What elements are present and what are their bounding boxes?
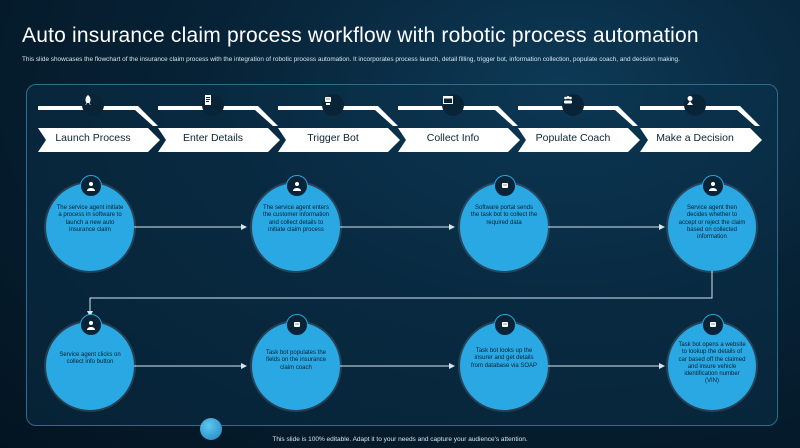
step-label: Launch Process	[55, 132, 131, 144]
flow-node-text: Task bot looks up the insurer and get de…	[470, 348, 538, 369]
flow-node: Service agent clicks on collect info but…	[46, 314, 134, 410]
step-launch-process: Launch Process	[38, 94, 170, 160]
rocket-icon	[82, 94, 104, 116]
person-icon	[286, 175, 308, 197]
step-populate-coach: Populate Coach	[518, 94, 650, 160]
step-collect-info: Collect Info	[398, 94, 530, 160]
person-icon	[702, 175, 724, 197]
step-trigger-bot: Trigger Bot	[278, 94, 410, 160]
person-icon	[80, 175, 102, 197]
step-label: Make a Decision	[656, 132, 734, 144]
flow-node-text: The service agent initiate a process in …	[56, 205, 124, 233]
robot-icon	[702, 314, 724, 336]
flow-node: Service agent then decides whether to ac…	[668, 175, 756, 271]
flow-node: Task bot opens a website to lookup the d…	[668, 314, 756, 410]
flow-node: The service agent initiate a process in …	[46, 175, 134, 271]
robot-icon	[494, 175, 516, 197]
page-subtitle: This slide showcases the flowchart of th…	[22, 56, 680, 63]
person-icon	[80, 314, 102, 336]
flow-node: Task bot populates the fields on the ins…	[252, 314, 340, 410]
decorative-dot	[200, 418, 222, 440]
step-label: Trigger Bot	[307, 132, 359, 144]
flow-node-text: Service agent clicks on collect info but…	[59, 352, 121, 366]
connector-arrow	[87, 271, 713, 317]
flow-node-text: Task bot opens a website to lookup the d…	[678, 342, 746, 385]
decision-icon	[684, 94, 706, 116]
footer-note: This slide is 100% editable. Adapt it to…	[272, 436, 528, 443]
flow-node: Task bot looks up the insurer and get de…	[460, 314, 548, 410]
flow-node-text: Task bot populates the fields on the ins…	[265, 350, 327, 371]
document-icon	[202, 94, 224, 116]
flow-node: Software portal sends the task bot to co…	[460, 175, 548, 271]
step-label: Populate Coach	[535, 132, 611, 144]
team-icon	[562, 94, 584, 116]
page-title: Auto insurance claim process workflow wi…	[22, 24, 699, 47]
step-enter-details: Enter Details	[158, 94, 290, 160]
step-make-decision: Make a Decision	[640, 94, 772, 160]
flow-node-text: The service agent enters the customer in…	[262, 205, 330, 233]
robot-icon	[494, 314, 516, 336]
robot-icon	[322, 94, 344, 116]
flow-node-text: Software portal sends the task bot to co…	[470, 205, 538, 226]
step-label: Enter Details	[182, 132, 244, 144]
flow-node: The service agent enters the customer in…	[252, 175, 340, 271]
step-label: Collect Info	[426, 132, 480, 144]
browser-icon	[442, 94, 464, 116]
flow-node-text: Service agent then decides whether to ac…	[678, 205, 746, 241]
robot-icon	[286, 314, 308, 336]
